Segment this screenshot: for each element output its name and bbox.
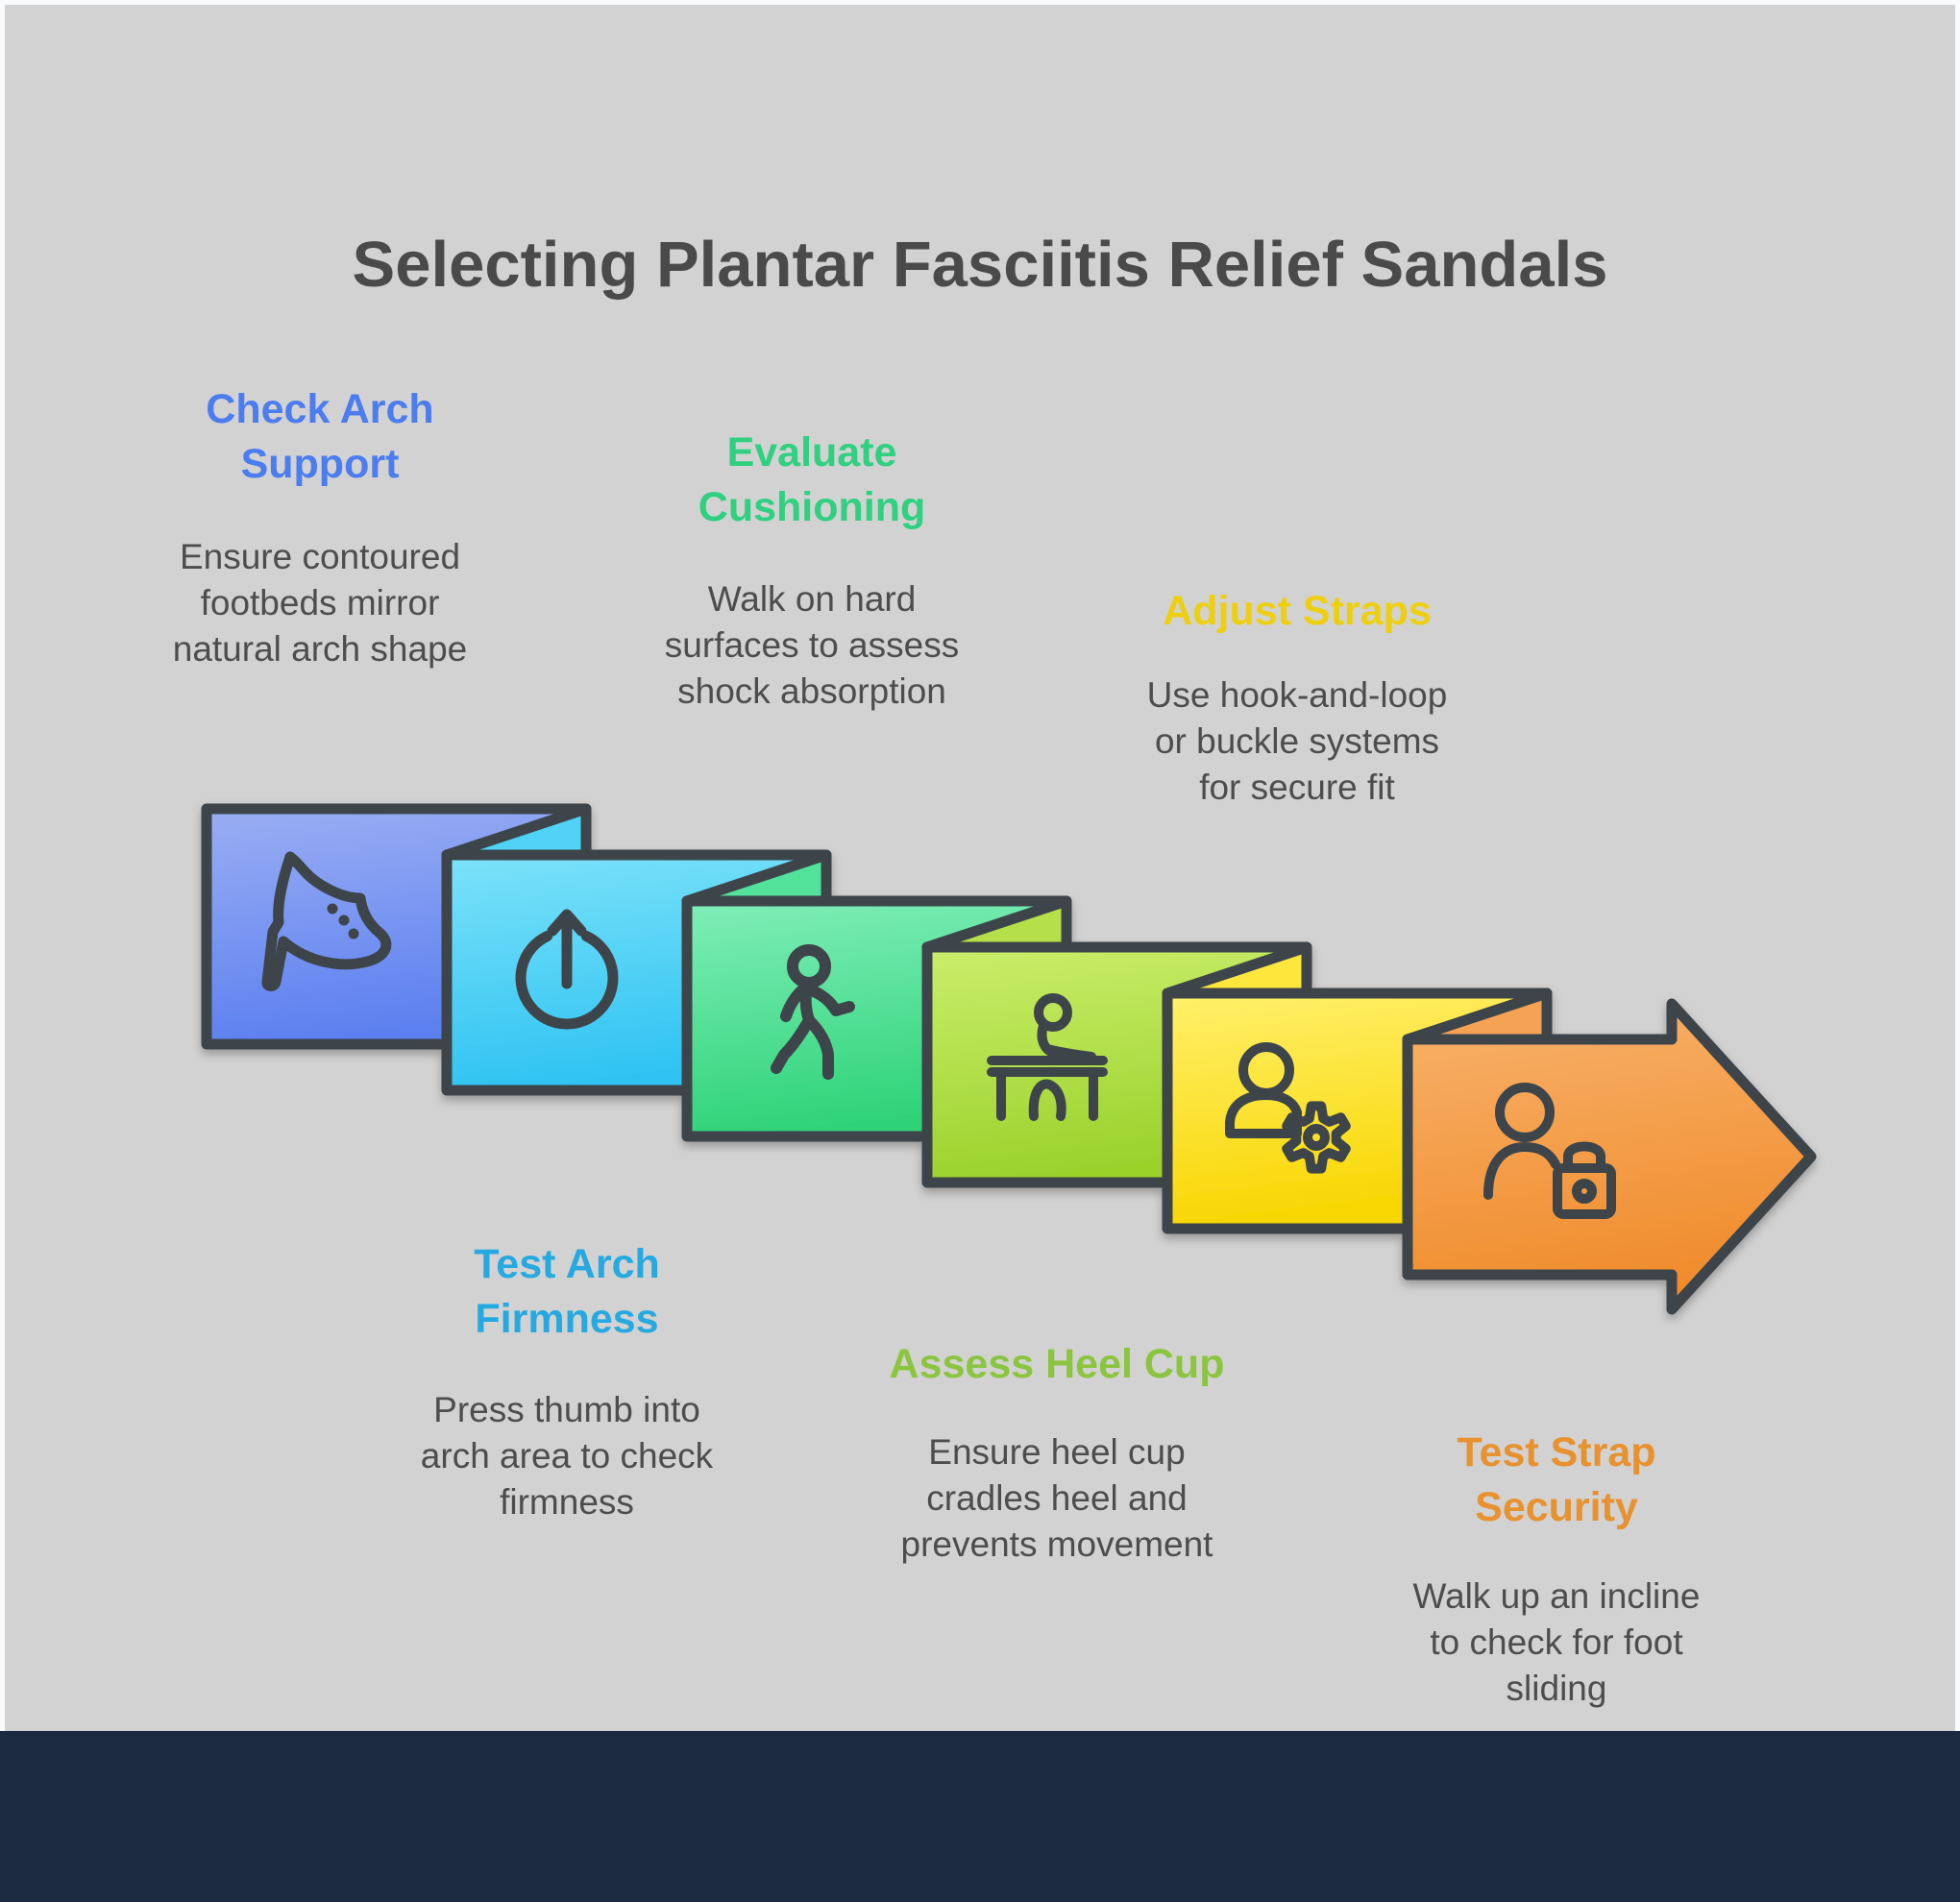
step-3-description: Walk on hard surfaces to assess shock ab… bbox=[664, 579, 960, 711]
high-heel-shoe-icon bbox=[261, 851, 392, 991]
step-4-heading: Assess Heel Cup bbox=[889, 1341, 1225, 1387]
step-1-description: Ensure contoured footbeds mirror natural… bbox=[172, 537, 468, 669]
person-gear-icon bbox=[1225, 1042, 1351, 1174]
gear-icon bbox=[1282, 1101, 1351, 1174]
step-6-description: Walk up an incline to check for foot sli… bbox=[1412, 1576, 1701, 1708]
step-2-description: Press thumb into arch area to check firm… bbox=[420, 1390, 714, 1522]
step-4-description: Ensure heel cup cradles heel and prevent… bbox=[900, 1432, 1213, 1564]
padlock-icon bbox=[1553, 1163, 1616, 1219]
step-5-description: Use hook-and-loop or buckle systems for … bbox=[1146, 675, 1448, 807]
step-1-heading: Check Arch Support bbox=[206, 386, 434, 487]
step-3-heading: Evaluate Cushioning bbox=[698, 429, 926, 530]
step-5-heading: Adjust Straps bbox=[1163, 588, 1432, 634]
walking-person-icon bbox=[771, 944, 855, 1080]
footer-bar bbox=[0, 1731, 1960, 1902]
step-6-heading: Test Strap Security bbox=[1457, 1429, 1656, 1530]
step-panel-6-arrow bbox=[1402, 998, 1817, 1315]
step-2-heading: Test Arch Firmness bbox=[474, 1241, 660, 1342]
person-at-desk-icon bbox=[987, 993, 1108, 1121]
page-title: Selecting Plantar Fasciitis Relief Sanda… bbox=[352, 228, 1608, 301]
person-lock-icon bbox=[1483, 1083, 1616, 1219]
power-start-icon bbox=[515, 909, 619, 1030]
